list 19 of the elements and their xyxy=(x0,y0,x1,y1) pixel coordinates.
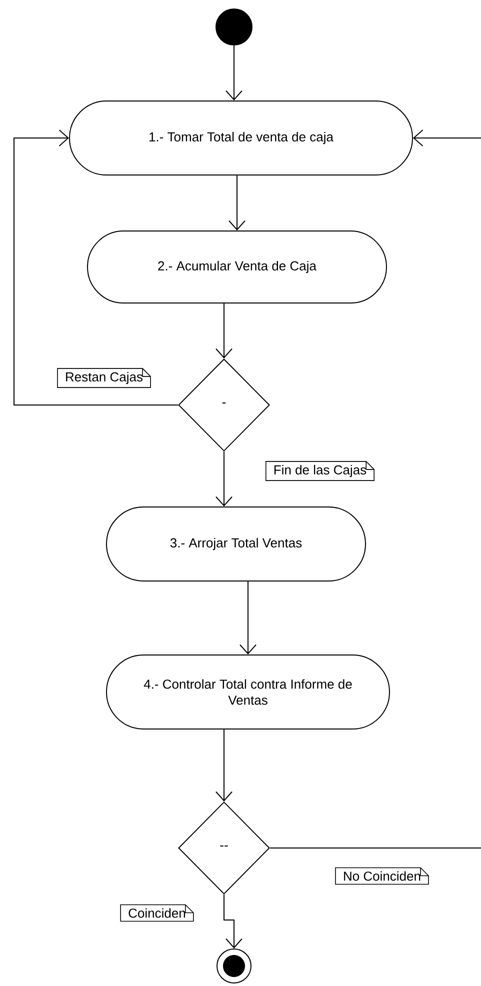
arrow xyxy=(224,894,242,948)
arrow xyxy=(216,451,232,506)
guard-note: Fin de las Cajas xyxy=(266,461,374,481)
arrow xyxy=(216,303,232,358)
arrow xyxy=(413,130,481,147)
activity-box: 3.- Arrojar Total Ventas xyxy=(106,506,366,582)
arrow xyxy=(228,175,246,231)
activity-box: 4.- Controlar Total contra Informe de Ventas xyxy=(106,654,390,730)
initial-node xyxy=(216,8,252,46)
guard-note: Restan Cajas xyxy=(57,368,151,388)
arrow xyxy=(226,45,242,101)
arrow xyxy=(216,729,232,802)
activity-box: 1.- Tomar Total de venta de caja xyxy=(69,100,413,176)
arrow xyxy=(14,130,178,406)
guard-note: Coinciden xyxy=(120,904,194,922)
final-node xyxy=(216,948,252,984)
guard-note: No Coinciden xyxy=(335,867,429,885)
arrow xyxy=(240,581,256,654)
activity-box: 2.- Acumular Venta de Caja xyxy=(87,230,387,304)
